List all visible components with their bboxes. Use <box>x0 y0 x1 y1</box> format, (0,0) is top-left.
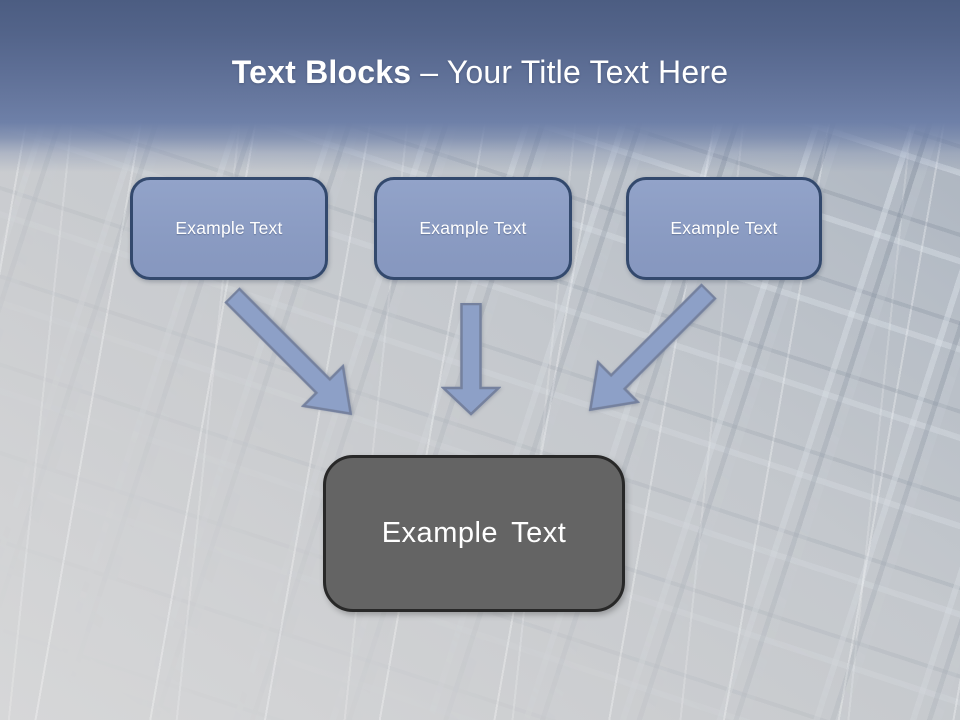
arrow-down-icon <box>441 303 501 417</box>
text-block-1-label: Example Text <box>175 218 283 238</box>
text-block-3-label: Example Text <box>670 218 778 238</box>
arrow-down-right-icon <box>211 274 374 437</box>
slide-title-bold: Text Blocks <box>231 54 412 90</box>
arrow-down-left-icon <box>568 270 731 433</box>
summary-block-label: Example Text <box>381 517 567 549</box>
slide-title: Text Blocks– Your Title Text Here <box>0 54 960 91</box>
text-block-3: Example Text <box>626 177 822 280</box>
slide-title-regular: – Your Title Text Here <box>420 54 729 90</box>
summary-block: Example Text <box>323 455 625 612</box>
text-block-2: Example Text <box>374 177 572 280</box>
text-block-2-label: Example Text <box>419 218 527 238</box>
text-block-1: Example Text <box>130 177 328 280</box>
